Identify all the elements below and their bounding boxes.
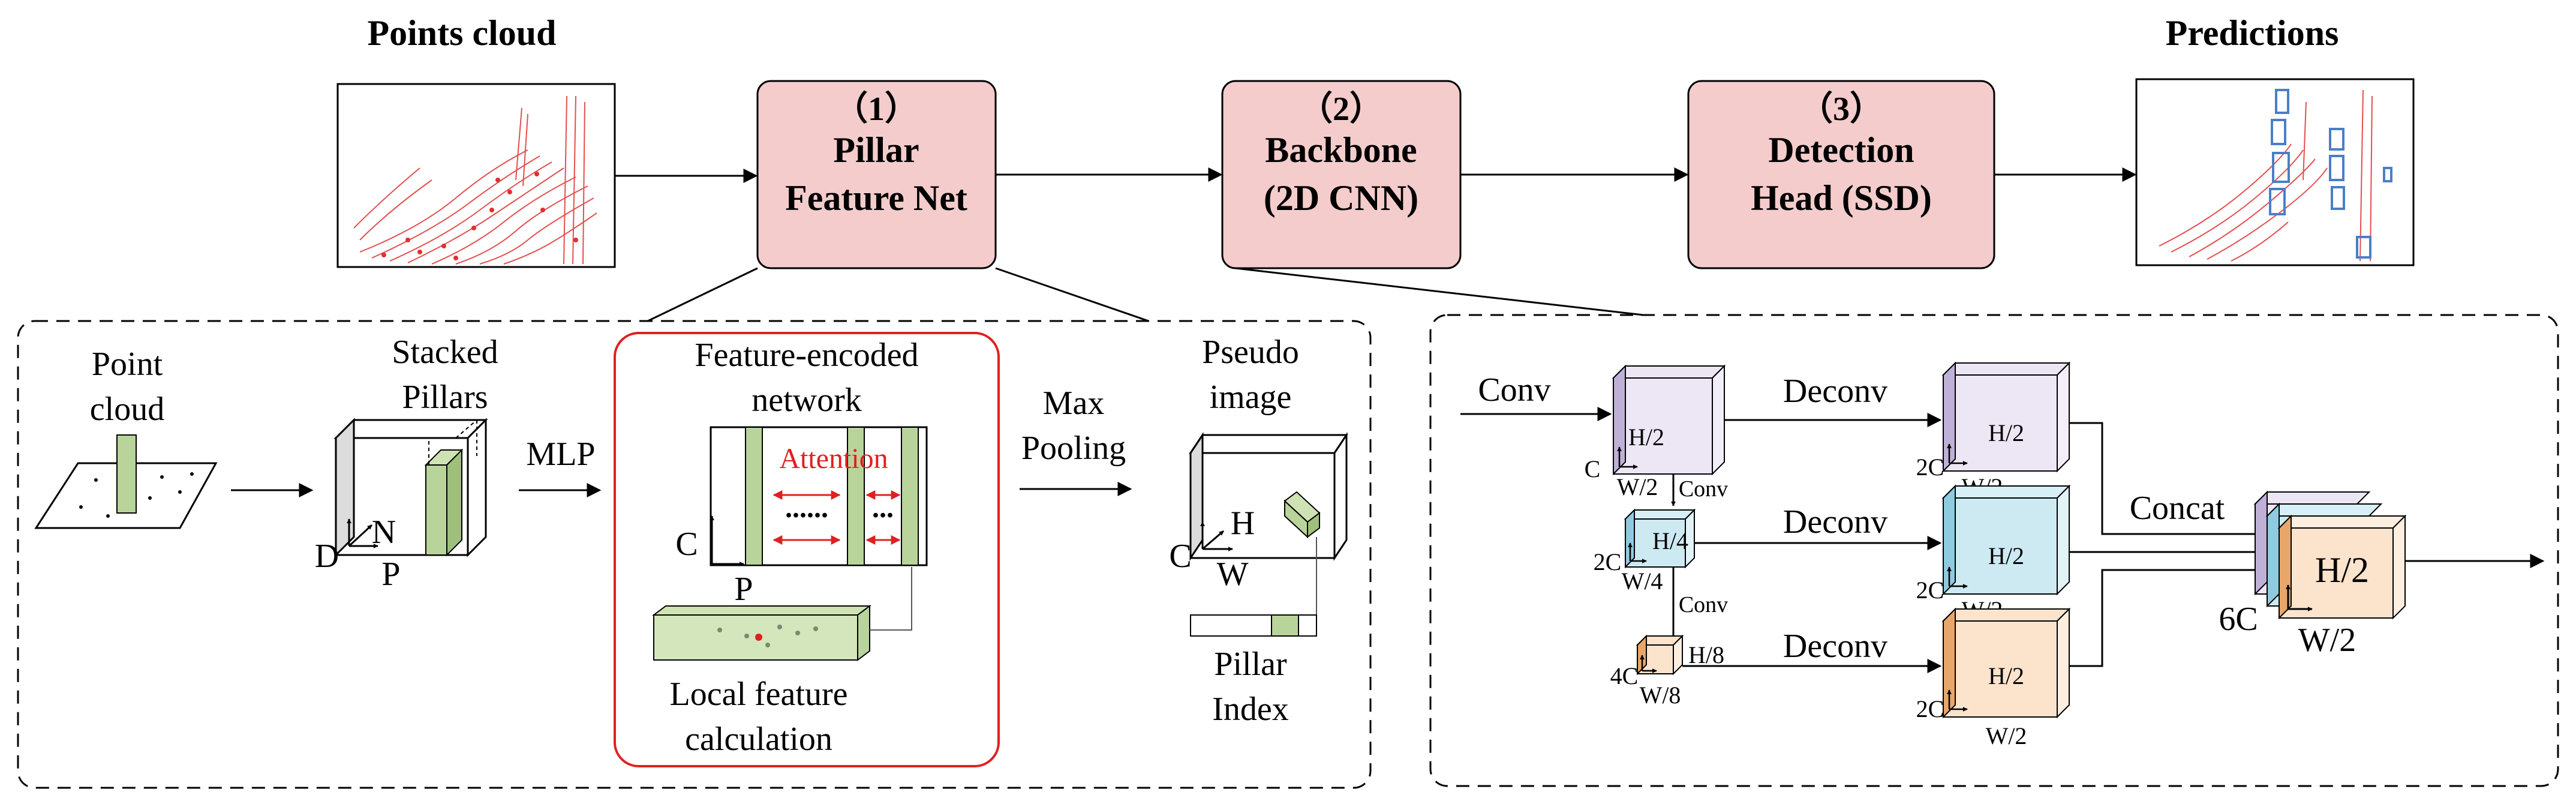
dim-D: D xyxy=(315,538,339,575)
conv1-label: Conv xyxy=(1679,476,1728,502)
block2-cube xyxy=(1624,508,1696,569)
out-W: W/2 xyxy=(2298,622,2356,659)
point-cloud-label-1: Point xyxy=(92,346,163,383)
pseudo-dim-C: C xyxy=(1169,538,1191,575)
lfc-label-2: calculation xyxy=(685,721,832,758)
pseudo-dim-W: W xyxy=(1217,556,1249,593)
stage2-line2: (2D CNN) xyxy=(1264,178,1418,218)
pseudo-label-2: image xyxy=(1210,379,1292,416)
deconv2-label: Deconv xyxy=(1783,503,1887,541)
fen-dim-C: C xyxy=(675,526,698,563)
concat-output-cube xyxy=(2253,490,2407,620)
zoom-lines xyxy=(647,267,1644,322)
d2-H: H/2 xyxy=(1988,542,2024,569)
d3-W: W/2 xyxy=(1986,722,2027,749)
stacked-pillars-cube xyxy=(333,418,488,557)
stage3-number: （3） xyxy=(1799,90,1883,128)
predictions-title: Predictions xyxy=(2166,13,2339,53)
backbone-detail-panel xyxy=(1429,314,2559,787)
dim-P: P xyxy=(381,556,400,593)
pseudo-label-1: Pseudo xyxy=(1202,334,1299,371)
slab-connector xyxy=(870,567,912,631)
out-H: H/2 xyxy=(2315,550,2369,590)
stage-backbone: （2） Backbone (2D CNN) xyxy=(1221,80,1462,269)
stage1-number: （1） xyxy=(834,90,918,128)
b3-H: H/8 xyxy=(1688,641,1724,668)
pseudo-dim-H: H xyxy=(1231,505,1255,542)
maxpool-label-1: Max xyxy=(1043,385,1105,422)
concat-label: Concat xyxy=(2130,490,2225,527)
stacked-label-2: Pillars xyxy=(402,379,488,416)
b2-C: 2C xyxy=(1594,548,1622,575)
stacked-label-1: Stacked xyxy=(392,334,498,371)
point-cloud-label-2: cloud xyxy=(90,391,164,428)
attention-label: Attention xyxy=(779,443,888,475)
deconv2-cube xyxy=(1941,484,2071,596)
predictions-lidar-image xyxy=(2135,78,2415,266)
dots-2: ... xyxy=(872,492,894,524)
b2-W: W/4 xyxy=(1622,568,1663,595)
pillar-index-label-2: Index xyxy=(1212,691,1289,728)
deconv3-label: Deconv xyxy=(1783,628,1887,665)
stage1-line1: Pillar xyxy=(833,130,919,170)
concat-lines xyxy=(2069,422,2273,667)
top-arrows xyxy=(615,167,2137,183)
dots-1: ...... xyxy=(785,492,828,524)
deconv1-cube xyxy=(1941,361,2071,473)
lfc-label-1: Local feature xyxy=(670,676,848,713)
conv-in-label: Conv xyxy=(1478,371,1550,409)
deconv1-label: Deconv xyxy=(1783,373,1887,410)
block3-cube xyxy=(1636,634,1684,676)
fen-label-2: network xyxy=(752,382,862,419)
pillar-index-bar xyxy=(1190,614,1317,637)
b3-W: W/8 xyxy=(1640,682,1681,709)
local-feature-slab xyxy=(652,605,871,661)
pfn-detail-panel xyxy=(17,320,1372,789)
d2-C: 2C xyxy=(1916,577,1944,604)
conv2-label: Conv xyxy=(1679,592,1728,617)
dim-N: N xyxy=(372,514,396,551)
pseudo-image-cube xyxy=(1189,432,1348,561)
stage3-line2: Head (SSD) xyxy=(1751,178,1932,218)
stage2-line1: Backbone xyxy=(1265,130,1417,170)
b1-C: C xyxy=(1585,455,1601,482)
stage2-number: （2） xyxy=(1299,90,1383,128)
feature-encoded-network-box xyxy=(614,332,1000,767)
d3-H: H/2 xyxy=(1988,662,2024,689)
b1-W: W/2 xyxy=(1617,473,1658,500)
maxpool-label-2: Pooling xyxy=(1021,430,1126,467)
out-C: 6C xyxy=(2219,601,2258,638)
d1-H: H/2 xyxy=(1988,419,2024,446)
fen-label-1: Feature-encoded xyxy=(695,337,918,374)
b3-C: 4C xyxy=(1610,662,1639,689)
mlp-label: MLP xyxy=(526,436,595,473)
stage-detection-head: （3） Detection Head (SSD) xyxy=(1687,80,1995,269)
stage1-line2: Feature Net xyxy=(785,178,967,218)
b1-H: H/2 xyxy=(1628,424,1664,451)
fen-dim-P: P xyxy=(734,571,753,608)
deconv3-cube xyxy=(1941,607,2071,719)
d1-C: 2C xyxy=(1916,454,1944,481)
stage-pillar-feature-net: （1） Pillar Feature Net xyxy=(756,80,997,269)
stage3-line1: Detection xyxy=(1768,130,1914,170)
b2-H: H/4 xyxy=(1652,527,1688,554)
input-lidar-image xyxy=(336,83,616,268)
points-cloud-title: Points cloud xyxy=(367,13,556,53)
d3-C: 2C xyxy=(1916,695,1944,722)
pillar-index-label-1: Pillar xyxy=(1214,646,1287,683)
block1-cube xyxy=(1612,364,1726,476)
point-cloud-plane xyxy=(34,434,218,529)
